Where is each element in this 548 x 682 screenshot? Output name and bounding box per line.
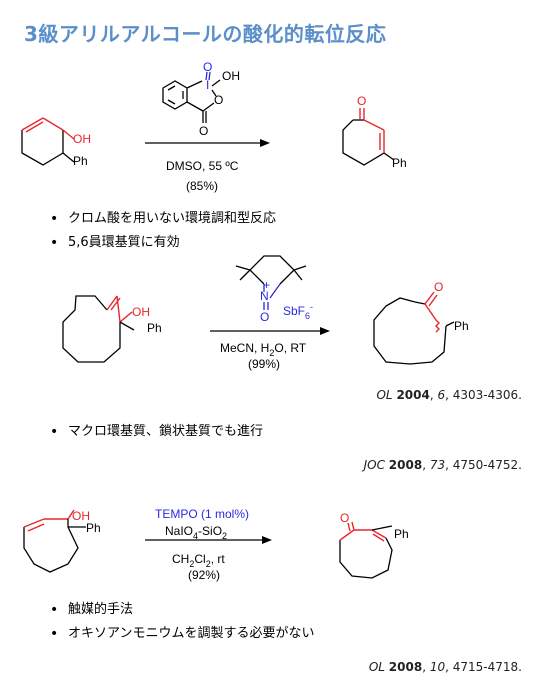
bullet-item: マクロ環基質、鎖状基質でも進行 (50, 420, 263, 444)
scheme1-reagent-o-carbonyl: O (199, 124, 208, 138)
ref1-journal: OL (376, 388, 393, 402)
scheme2-arrow (210, 327, 330, 335)
scheme1-product-ph: Ph (392, 156, 407, 170)
reference-2: JOC 2008, 73, 4750-4752. (363, 458, 522, 472)
scheme2-reactant-macrocycle: OH Ph (62, 295, 162, 363)
bullet-list-2: マクロ環基質、鎖状基質でも進行 (50, 420, 263, 444)
scheme2-reagent-plus: + (263, 278, 270, 292)
scheme3-reagent-tempo: TEMPO (1 mol%) (155, 507, 249, 521)
scheme2-reagent-oxoammonium: + N O SbF6- (235, 255, 313, 324)
scheme3-yield: (92%) (188, 568, 220, 582)
ref1-year: 2004 (396, 388, 430, 402)
scheme3-product-cyclooctenone: O Ph (339, 511, 409, 579)
ref1-volume: 6 (437, 388, 446, 402)
scheme1-reagent-o-top: O (203, 60, 212, 74)
scheme2-reactant-ph: Ph (147, 321, 162, 335)
reference-1: OL 2004, 6, 4303-4306. (376, 388, 522, 402)
ref3-year: 2008 (388, 660, 423, 674)
reference-3: OL 2008, 10, 4715-4718. (368, 660, 522, 674)
bullet-list-3: 触媒的手法 オキソアンモニウムを調製する必要がない (50, 598, 314, 646)
scheme1-reactant-ph: Ph (73, 154, 88, 168)
scheme3-reactant-ph: Ph (86, 521, 101, 535)
page-title: 3級アリルアルコールの酸化的転位反応 (24, 22, 387, 46)
scheme3-conditions: CH2Cl2, rt (172, 552, 225, 569)
scheme1-yield: (85%) (186, 179, 218, 193)
scheme1-reagent-oh: OH (222, 69, 240, 83)
scheme2-product-macrocyclic-enone: O Ph (373, 280, 469, 365)
scheme3-product-ph: Ph (394, 527, 409, 541)
scheme2-product-ph: Ph (454, 319, 469, 333)
scheme1-reagent-o-ring: O (214, 93, 223, 107)
scheme1-arrow (145, 139, 270, 147)
scheme2-yield: (99%) (248, 357, 280, 371)
scheme1-reactant-cyclohexenol: OH Ph (21, 117, 91, 168)
scheme3-reagent-oxidant: NaIO4-SiO2 (165, 524, 227, 541)
scheme3-reactant-cyclooctenol: OH Ph (23, 509, 101, 573)
ref2-volume: 73 (429, 458, 446, 472)
scheme3-reactant-oh: OH (72, 509, 90, 523)
scheme1-conditions: DMSO, 55 ºC (166, 159, 239, 173)
ref3-volume: 10 (429, 660, 446, 674)
bullet-item: 触媒的手法 (50, 598, 314, 622)
scheme2-reactant-oh: OH (132, 305, 150, 319)
ref2-year: 2008 (388, 458, 423, 472)
scheme2-product-o: O (434, 280, 443, 294)
bullet-item: オキソアンモニウムを調製する必要がない (50, 622, 314, 646)
scheme1-product-cyclohexenone: O Ph (342, 94, 407, 170)
ref3-pages: 4715-4718. (452, 660, 522, 674)
bullet-item: クロム酸を用いない環境調和型反応 (50, 207, 276, 231)
ref3-journal: OL (368, 660, 385, 674)
scheme3-product-o: O (340, 511, 349, 525)
bullet-item: 5,6員環基質に有効 (50, 231, 276, 255)
bullet-list-1: クロム酸を用いない環境調和型反応 5,6員環基質に有効 (50, 207, 276, 255)
ref2-journal: JOC (363, 458, 385, 472)
scheme3-arrow (145, 536, 272, 544)
scheme1-reactant-oh: OH (73, 132, 91, 146)
scheme1-product-o: O (357, 94, 366, 108)
scheme2-reagent-counterion: SbF6- (283, 302, 313, 321)
scheme2-conditions: MeCN, H2O, RT (220, 341, 307, 358)
ref1-pages: 4303-4306. (452, 388, 522, 402)
scheme1-reagent-iodine: I (206, 78, 209, 92)
scheme1-reagent-ibx: I O OH O O (162, 60, 240, 138)
ref2-pages: 4750-4752. (452, 458, 522, 472)
scheme2-reagent-n: N (260, 289, 269, 303)
scheme2-reagent-o: O (260, 310, 269, 324)
